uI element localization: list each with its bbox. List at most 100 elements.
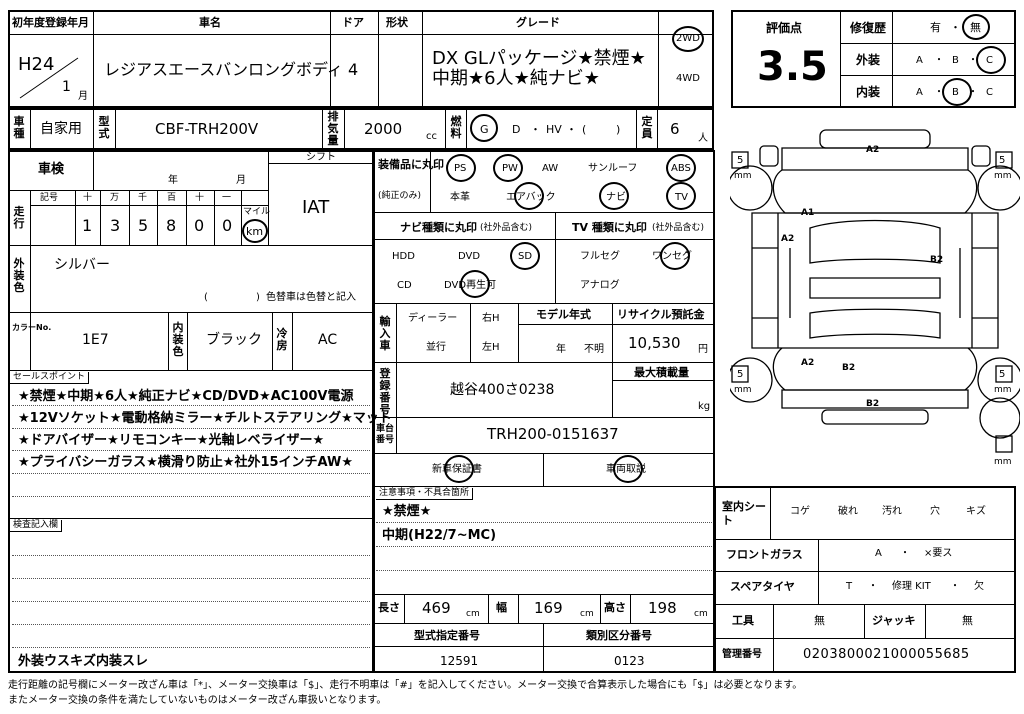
circle-mark xyxy=(962,14,990,40)
color-no-label: カラーNo. xyxy=(12,323,52,332)
circle-mark xyxy=(493,154,523,182)
damage-mark: A2 xyxy=(781,234,795,244)
tire-depth: 5 xyxy=(737,155,744,166)
mileage-digit: 0 xyxy=(194,216,205,235)
model-year-unit: 年 xyxy=(556,344,566,355)
digit-label: 一 xyxy=(222,193,232,203)
notes-label: 注意事項・不具合箇所 xyxy=(376,488,474,500)
spare-kit: 修理 KIT xyxy=(892,581,931,592)
cc-unit: cc xyxy=(426,131,437,142)
first-reg-label: 初年度登録年月 xyxy=(12,16,89,29)
circle-mark xyxy=(446,154,476,182)
inspector-label: 検査記入欄 xyxy=(10,520,63,532)
shift-value: IAT xyxy=(302,197,330,218)
notes-line: 中期(H22/7~MC) xyxy=(382,528,497,543)
tv-label: TV 種類に丸印 xyxy=(572,221,647,234)
sheet-item: キズ xyxy=(966,506,986,517)
damage-mark: A1 xyxy=(801,208,815,218)
equipment-sub: (純正のみ) xyxy=(378,191,422,201)
interior-color-label: 内装色 xyxy=(172,321,184,358)
damage-mark: B2 xyxy=(930,255,944,265)
tire-depth: 5 xyxy=(999,155,1006,166)
spare-none: 欠 xyxy=(974,581,984,592)
kg-unit: kg xyxy=(698,401,711,412)
int-grade-c: C xyxy=(986,87,993,98)
type-no-value: 12591 xyxy=(440,654,479,668)
circle-mark xyxy=(672,26,704,52)
car-name-label: 車名 xyxy=(199,16,221,29)
circle-mark xyxy=(242,219,268,243)
mile-label: マイル xyxy=(243,207,271,217)
width-value: 169 xyxy=(534,599,563,617)
person-unit: 人 xyxy=(698,133,708,144)
sales-line: ★禁煙★中期★6人★純正ナビ★CD/DVD★AC100V電源 xyxy=(18,389,354,404)
sales-line: ★プライバシーガラス★横滑り防止★社外15インチAW★ xyxy=(18,455,354,470)
damage-mark: A2 xyxy=(801,358,815,368)
fuel-d: D xyxy=(512,123,521,136)
import-parallel: 並行 xyxy=(426,342,446,353)
circle-mark xyxy=(942,78,972,106)
category-label: 車種 xyxy=(13,115,25,140)
type-no-label: 型式指定番号 xyxy=(414,629,480,642)
ext-grade-b: B xyxy=(952,55,959,66)
mm-unit: mm xyxy=(994,457,1012,467)
footer-note-2: またメーター交換の条件を満たしていないものはメーター改ざん車扱いとなります。 xyxy=(8,695,387,706)
fuel-label: 燃料 xyxy=(450,115,462,140)
mileage-digit: 5 xyxy=(138,216,149,235)
registration-label: 登録番号 xyxy=(379,367,391,416)
color-no-value: 1E7 xyxy=(82,332,109,348)
class-no-label: 類別区分番号 xyxy=(586,629,652,642)
interior-sheet-label: 室内シート xyxy=(722,500,766,527)
circle-mark xyxy=(510,242,540,270)
navi-hdd: HDD xyxy=(392,251,415,262)
windshield-x: ×要ス xyxy=(924,548,953,559)
doors-label: ドア xyxy=(342,16,364,29)
inspector-text: 外装ウスキズ内装スレ xyxy=(18,654,149,669)
model-label: 型式 xyxy=(98,115,110,140)
shape-label: 形状 xyxy=(386,16,408,29)
tire-depth: 5 xyxy=(999,369,1006,380)
equipment-table xyxy=(714,486,1016,673)
category-value: 自家用 xyxy=(40,121,82,137)
chassis-value: TRH200-0151637 xyxy=(487,425,619,443)
shaken-year-unit: 年 xyxy=(168,175,178,186)
repair-yes: 有 xyxy=(930,21,941,34)
first-reg-era: H24 xyxy=(18,54,55,75)
mileage-digit: 3 xyxy=(110,216,121,235)
model-value: CBF-TRH200V xyxy=(155,120,259,138)
equipment-label: 装備品に丸印 xyxy=(378,158,444,171)
sheet-item: コゲ xyxy=(790,506,810,517)
interior-color-value: ブラック xyxy=(206,332,262,348)
damage-mark: B2 xyxy=(866,399,880,409)
footer-note-1: 走行距離の記号欄にメーター改ざん車は「*」、メーター交換車は「$」、走行不明車は… xyxy=(8,680,803,691)
middle-frame xyxy=(373,150,715,673)
jack-value: 無 xyxy=(962,614,973,627)
spare-t: T xyxy=(846,581,853,592)
navi-dvd: DVD xyxy=(458,251,481,262)
sales-line: ★ドアバイザー★リモコンキー★光軸レベライザー★ xyxy=(18,433,325,448)
tv-fullseg: フルセグ xyxy=(580,251,620,262)
damage-mark: A2 xyxy=(866,145,880,155)
plate-value: 越谷400さ0238 xyxy=(450,382,555,398)
length-label: 長さ xyxy=(378,601,400,614)
capacity-value: 6 xyxy=(670,120,680,138)
spare-label: スペアタイヤ xyxy=(730,580,795,593)
chassis-label: 車台番号 xyxy=(376,424,395,445)
jack-label: ジャッキ xyxy=(872,614,916,627)
model-year-unknown: 不明 xyxy=(584,344,604,355)
sales-line: ★12Vソケット★電動格納ミラー★チルトステアリング★マット xyxy=(18,411,392,426)
symbol-label: 記号 xyxy=(40,193,59,203)
max-load-label: 最大積載量 xyxy=(634,366,689,379)
notes-line: ★禁煙★ xyxy=(382,504,432,519)
circle-mark xyxy=(599,182,629,210)
sheet-item: 破れ xyxy=(838,506,858,517)
circle-mark xyxy=(660,242,690,270)
navi-sub: (社外品含む) xyxy=(480,223,533,233)
displacement-label: 排気量 xyxy=(327,110,339,147)
rating-frame xyxy=(731,10,1016,108)
displacement-value: 2000 xyxy=(364,120,403,138)
shift-label: シフト xyxy=(306,152,336,163)
cm-unit: cm xyxy=(580,609,594,619)
grade-line2: 中期★6人★純ナビ★ xyxy=(432,68,600,89)
